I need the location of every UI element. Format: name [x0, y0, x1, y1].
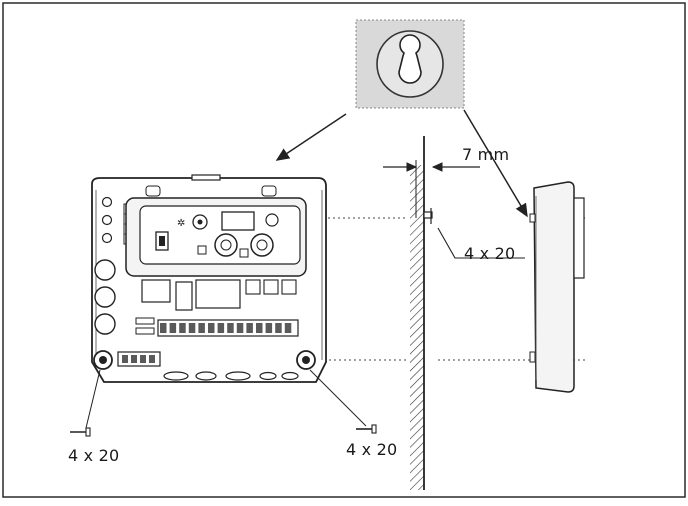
svg-text:✲: ✲	[177, 218, 185, 229]
terminal-cell	[227, 323, 234, 333]
leader-left	[85, 369, 101, 429]
terminal-cell	[217, 323, 225, 333]
screw-icon	[423, 211, 433, 219]
wall-section	[383, 136, 525, 490]
arrow-to-unit	[275, 113, 347, 161]
side-view-housing	[529, 181, 585, 393]
terminal-cell	[179, 323, 186, 333]
screw-icon	[70, 427, 91, 437]
terminal-cell	[160, 323, 167, 333]
terminal-cell	[236, 323, 244, 333]
terminal-cell	[208, 323, 215, 333]
screw-icon	[356, 424, 377, 434]
screw-label-wall: 4 x 20	[464, 244, 516, 263]
terminal-cell	[284, 323, 292, 333]
keyhole-icon	[398, 34, 422, 84]
terminal-cell	[169, 323, 177, 333]
terminal-cell	[198, 323, 205, 333]
keyhole-inset	[355, 19, 465, 109]
terminal-strip	[157, 319, 299, 337]
arrow-to-side-view	[463, 109, 528, 218]
screw-label-left: 4 x 20	[68, 446, 120, 465]
terminal-cell	[188, 323, 196, 333]
terminal-cell	[256, 323, 263, 333]
terminal-cell	[246, 323, 253, 333]
gap-label: 7 mm	[462, 145, 510, 164]
control-unit-front: ✲	[91, 174, 327, 383]
terminal-cell	[265, 323, 273, 333]
leader-right	[309, 369, 367, 427]
outer-border	[2, 2, 686, 498]
screw-label-right: 4 x 20	[346, 440, 398, 459]
terminal-cell	[275, 323, 282, 333]
